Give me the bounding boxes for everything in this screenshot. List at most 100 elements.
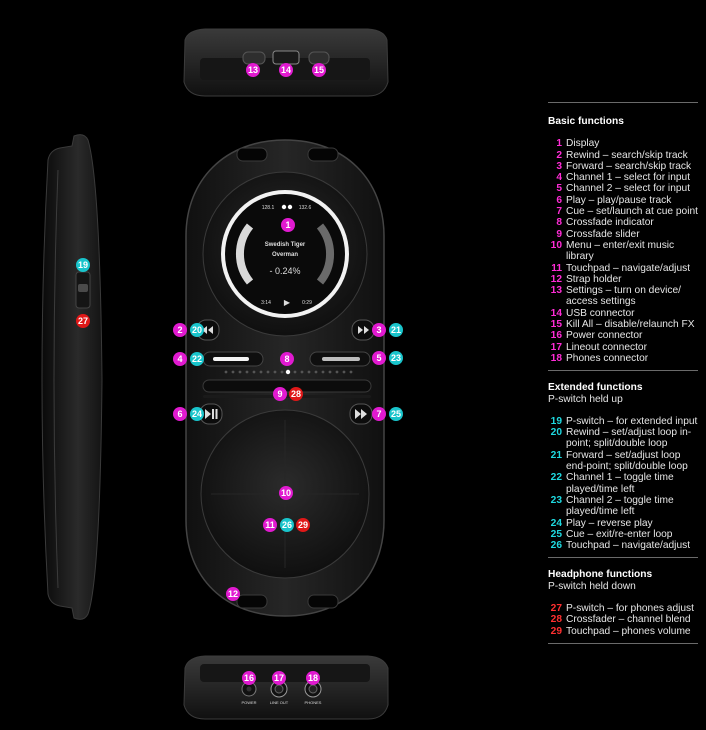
badge-1: 1 xyxy=(281,218,295,232)
badge-10: 10 xyxy=(279,486,293,500)
legend-item-text: Forward – search/skip track xyxy=(566,160,692,172)
badge-9-label: 9 xyxy=(277,389,282,399)
legend-item-text: Channel 2 – select for input xyxy=(566,183,691,195)
badge-25: 25 xyxy=(389,407,403,421)
badge-5-label: 5 xyxy=(376,353,381,363)
badge-29-label: 29 xyxy=(298,520,308,530)
kill-all-button-port xyxy=(308,51,330,65)
crossfade-slider[interactable] xyxy=(202,379,372,393)
legend-divider xyxy=(548,557,698,559)
device-body: 128.1 132.6 1 Swedish Tiger Overman - 0.… xyxy=(185,139,385,617)
play-indicator: ▶ xyxy=(284,298,291,307)
legend-item: 20 Rewind – set/adjust loop in-point; spl… xyxy=(548,427,700,450)
legend-item-text: Display xyxy=(566,138,600,150)
legend-item-number: 26 xyxy=(550,540,562,552)
top-edge-view xyxy=(183,28,389,97)
extended-functions-list: 19 P-switch – for extended input 20 Rewind … xyxy=(548,416,700,552)
badge-25-label: 25 xyxy=(391,409,401,419)
legend-item-number: 22 xyxy=(550,472,562,484)
cue-icon xyxy=(355,409,367,419)
legend-item-number: 1 xyxy=(556,138,562,150)
badge-14: 14 xyxy=(279,63,293,77)
legend-item-text: Crossfade slider xyxy=(566,228,640,240)
legend-item-number: 18 xyxy=(550,352,562,364)
legend-item-text: Rewind – set/adjust loop in-point; split… xyxy=(566,427,692,450)
legend-item: 18 Phones connector xyxy=(548,353,700,364)
legend-item-text: Strap holder xyxy=(566,273,622,285)
basic-functions-title: Basic functions xyxy=(548,116,624,127)
headphone-functions-title: Headphone functions xyxy=(548,569,653,581)
badge-12-label: 12 xyxy=(228,589,238,599)
badge-8: 8 xyxy=(280,352,294,366)
badge-23: 23 xyxy=(389,351,403,365)
legend-item: 13 Settings – turn on device/ access sett… xyxy=(548,285,700,308)
badge-27-label: 27 xyxy=(78,316,88,326)
bpm-right: 132.6 xyxy=(299,205,312,211)
deck-number: 1 xyxy=(236,253,239,259)
legend-item-text: Menu – enter/exit music library xyxy=(566,239,675,263)
legend-item-number: 16 xyxy=(550,330,562,342)
badge-11: 11 xyxy=(263,518,277,532)
legend-item-number: 13 xyxy=(550,285,562,297)
legend-item-number: 3 xyxy=(556,160,562,172)
badge-1-label: 1 xyxy=(285,220,290,230)
legend-item: 1 Display xyxy=(548,138,700,149)
badge-7: 7 xyxy=(372,407,386,421)
badge-29: 29 xyxy=(296,518,310,532)
badge-4: 4 xyxy=(173,352,187,366)
legend-item-number: 4 xyxy=(556,172,562,184)
badge-24: 24 xyxy=(190,407,204,421)
display-screen xyxy=(225,194,345,314)
legend-item-text: Touchpad – navigate/adjust xyxy=(566,262,691,274)
legend-item-text: Lineout connector xyxy=(566,341,647,353)
legend-item-number: 19 xyxy=(550,415,562,427)
legend-item-number: 2 xyxy=(556,149,562,161)
badge-19-label: 19 xyxy=(78,260,88,270)
legend-item-text: Settings – turn on device/ access settin… xyxy=(566,285,681,308)
legend-item-text: Power connector xyxy=(566,330,643,342)
legend-item-text: Phones connector xyxy=(566,352,649,364)
badge-13-label: 13 xyxy=(248,65,258,75)
line-out-port-label: LINE OUT xyxy=(270,700,289,705)
badge-15-label: 15 xyxy=(314,65,324,75)
badge-6-label: 6 xyxy=(177,409,182,419)
legend-item-number: 20 xyxy=(550,427,562,439)
badge-26: 26 xyxy=(280,518,294,532)
badge-9: 9 xyxy=(273,387,287,401)
badge-10-label: 10 xyxy=(281,488,291,498)
badge-21-label: 21 xyxy=(391,325,401,335)
strap-slot xyxy=(236,147,268,162)
legend-item-text: Play – reverse play xyxy=(566,517,653,529)
side-profile-view xyxy=(41,134,103,620)
legend-item-text: P-switch – for extended input xyxy=(566,415,698,427)
badges: 1 2 3 4 5 6 7 8 9 10 11 12 13 14 15 16 1… xyxy=(76,63,403,685)
strap-slot xyxy=(236,594,268,609)
legend-item-number: 14 xyxy=(550,307,562,319)
legend-item-text: USB connector xyxy=(566,307,635,319)
legend-item-text: P-switch – for phones adjust xyxy=(566,602,694,614)
legend-item-number: 6 xyxy=(556,194,562,206)
time-remaining: 0:29 xyxy=(302,300,312,306)
badge-11-label: 11 xyxy=(265,520,275,530)
legend-item-number: 8 xyxy=(556,217,562,229)
legend-item-text: Touchpad – phones volume xyxy=(566,625,691,637)
strap-slot xyxy=(307,594,339,609)
